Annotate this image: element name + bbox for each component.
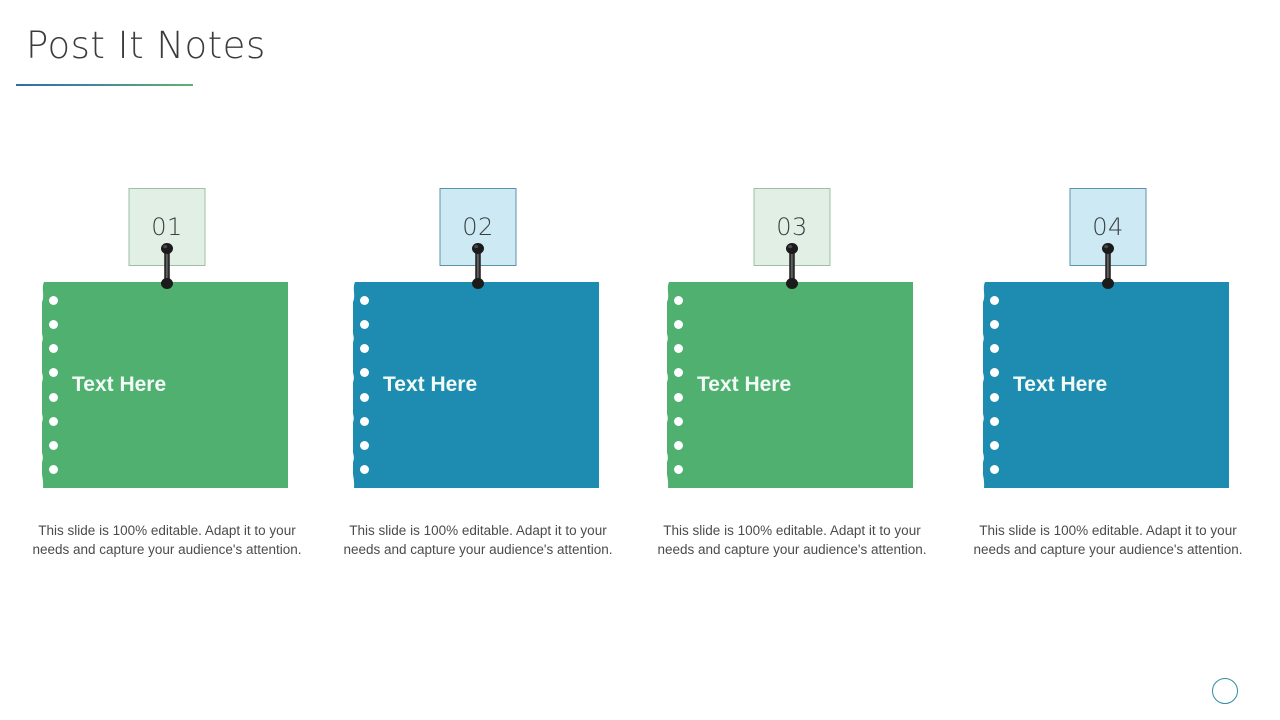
hole-punch <box>990 368 999 378</box>
hole-punch <box>360 368 369 378</box>
hole-punch <box>360 320 369 330</box>
post-it-card-04[interactable]: 04 Text Here T <box>973 188 1243 580</box>
hole-punch <box>674 464 683 474</box>
note-body <box>42 282 288 488</box>
card-caption: This slide is 100% editable. Adapt it to… <box>657 523 927 557</box>
note-label: Text Here <box>697 373 792 396</box>
post-it-notes-row: 01 Text Here T <box>0 188 1280 588</box>
card-caption: This slide is 100% editable. Adapt it to… <box>973 523 1243 557</box>
hole-punch-column <box>988 282 1010 488</box>
number-label: 01 <box>151 213 183 241</box>
torn-paper-edge <box>345 282 355 488</box>
torn-paper-edge <box>659 282 669 488</box>
number-tile-04[interactable]: 04 <box>1069 188 1147 266</box>
number-label: 04 <box>1092 213 1124 241</box>
hole-punch <box>674 368 683 378</box>
note-body <box>667 282 913 488</box>
hole-punch <box>990 320 999 330</box>
number-label: 02 <box>462 213 494 241</box>
note-body <box>353 282 599 488</box>
hole-punch <box>990 296 999 305</box>
hole-punch <box>49 440 58 450</box>
decorative-circle <box>1212 678 1238 704</box>
note-label: Text Here <box>1013 373 1108 396</box>
post-it-card-01[interactable]: 01 Text Here T <box>32 188 302 580</box>
hole-punch <box>990 344 999 354</box>
post-it-card-03[interactable]: 03 Text Here T <box>657 188 927 580</box>
number-tile-01[interactable]: 01 <box>128 188 206 266</box>
note-sheet: Text Here <box>345 282 611 488</box>
post-it-card-02[interactable]: 02 Text Here T <box>343 188 613 580</box>
note-sheet: Text Here <box>975 282 1241 488</box>
note-label: Text Here <box>72 373 167 396</box>
card-caption: This slide is 100% editable. Adapt it to… <box>32 523 302 557</box>
hole-punch <box>49 344 58 354</box>
torn-paper-edge <box>34 282 44 488</box>
number-label: 03 <box>776 213 808 241</box>
torn-paper-edge <box>975 282 985 488</box>
hole-punch <box>990 464 999 474</box>
hole-punch-column <box>47 282 69 488</box>
hole-punch <box>49 368 58 378</box>
hole-punch <box>360 464 369 474</box>
hole-punch <box>360 416 369 426</box>
hole-punch <box>49 392 58 402</box>
note-sheet: Text Here <box>659 282 925 488</box>
page-title: Post It Notes <box>26 24 266 67</box>
hole-punch <box>49 296 58 305</box>
hole-punch <box>49 416 58 426</box>
hole-punch <box>674 344 683 354</box>
number-tile-03[interactable]: 03 <box>753 188 831 266</box>
note-body <box>983 282 1229 488</box>
hole-punch <box>990 440 999 450</box>
number-tile-02[interactable]: 02 <box>439 188 517 266</box>
hole-punch-column <box>358 282 380 488</box>
hole-punch <box>674 296 683 305</box>
title-underline-rule <box>16 84 193 86</box>
hole-punch <box>674 416 683 426</box>
hole-punch <box>990 416 999 426</box>
hole-punch <box>360 344 369 354</box>
hole-punch <box>49 320 58 330</box>
hole-punch <box>674 320 683 330</box>
hole-punch <box>990 392 999 402</box>
hole-punch <box>360 296 369 305</box>
hole-punch <box>360 392 369 402</box>
note-sheet: Text Here <box>34 282 300 488</box>
note-label: Text Here <box>383 373 478 396</box>
hole-punch <box>49 464 58 474</box>
hole-punch-column <box>672 282 694 488</box>
hole-punch <box>674 392 683 402</box>
hole-punch <box>360 440 369 450</box>
hole-punch <box>674 440 683 450</box>
card-caption: This slide is 100% editable. Adapt it to… <box>343 523 613 557</box>
